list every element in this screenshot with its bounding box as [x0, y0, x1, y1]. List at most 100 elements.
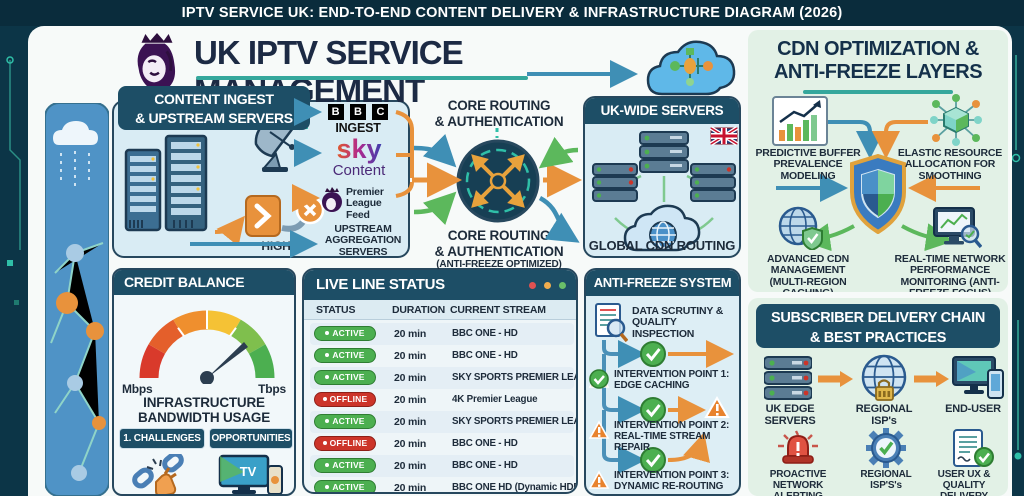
- cdn-globe-shield-icon: [778, 206, 823, 250]
- stream-cell: BBC ONE - HD: [452, 438, 518, 449]
- uk-wide-servers-art: [592, 126, 739, 252]
- gauge-max-label: Tbps: [258, 382, 286, 396]
- uk-wide-servers-header: UK-WIDE SERVERS: [585, 98, 739, 124]
- check-circle-icon: [589, 369, 609, 389]
- table-row: OFFLINE 20 min 4K Premier League: [310, 389, 574, 411]
- status-pill: ACTIVE: [314, 348, 376, 363]
- uk-server-stacks: [592, 131, 736, 202]
- quality-doc-check-icon: [953, 429, 994, 467]
- status-pill: ACTIVE: [314, 370, 376, 385]
- core-top-line2: & AUTHENTICATION: [434, 113, 564, 129]
- network-artwork-strip: [45, 103, 109, 496]
- subscriber-title-line2: & BEST PRACTICES: [809, 329, 947, 346]
- subscriber-title-line1: SUBSCRIBER DELIVERY CHAIN: [770, 310, 986, 326]
- status-pill: OFFLINE: [314, 392, 376, 407]
- col-header-duration: DURATION: [392, 304, 446, 316]
- subscriber-header: SUBSCRIBER DELIVERY CHAIN & BEST PRACTIC…: [756, 304, 1000, 348]
- top-banner-title: IPTV SERVICE UK: END-TO-END CONTENT DELI…: [0, 0, 1024, 26]
- core-router-icon: [456, 139, 540, 223]
- bbc-letter-box: C: [372, 104, 389, 120]
- ingest-server-racks-icon: [124, 134, 208, 232]
- credit-balance-header: CREDIT BALANCE: [114, 270, 294, 295]
- cdn-item-label: ADVANCED CDN MANAGEMENT (MULTI-REGION CA…: [767, 253, 849, 292]
- table-row: ACTIVE 20 min SKY SPORTS PREMIER LEAGUE: [310, 367, 576, 389]
- cdn-item-label: PREDICTIVE BUFFER PREVALENCE MODELING: [755, 147, 861, 182]
- chain-label: UK EDGE SERVERS: [764, 403, 816, 427]
- gauge-min-label: Mbps: [122, 382, 153, 396]
- credit-balance-panel: CREDIT BALANCE Mbps Tbps INFRASTRUCTURE …: [112, 268, 296, 496]
- data-scrutiny-icon: [595, 303, 628, 342]
- red-dot: [529, 282, 537, 289]
- duration-cell: 20 min: [394, 416, 427, 428]
- content-ingest-header-line2: & UPSTREAM SERVERS: [135, 109, 293, 126]
- stream-cell: BBC ONE - HD: [452, 328, 518, 339]
- col-header-status: STATUS: [316, 304, 356, 316]
- cdn-cloud-globe-icon: [623, 204, 701, 252]
- duration-cell: 20 min: [394, 482, 427, 494]
- sky-caption: Content: [332, 162, 386, 179]
- table-row: ACTIVE 20 min BBC ONE - HD: [310, 323, 574, 345]
- alert-siren-icon: [778, 430, 818, 464]
- core-bottom-sub: (ANTI-FREEZE OPTIMIZED): [436, 259, 562, 271]
- cloud-network-icon: [646, 40, 736, 96]
- cdn-item-label: ELASTIC RESOURCE ALLOCATION FOR SMOOTHIN…: [897, 147, 1003, 182]
- bandwidth-usage-label: INFRASTRUCTURE BANDWIDTH USAGE: [138, 395, 270, 425]
- practice-label: REGIONAL ISP'S's: [860, 469, 912, 491]
- svg-text:sky: sky: [336, 134, 381, 164]
- intervention-sub: REAL-TIME STREAM REPAIR: [614, 430, 711, 453]
- stream-cell: BBC ONE HD (Dynamic HDR): [452, 482, 578, 493]
- upstream-aggregation-label: UPSTREAM AGGREGATION SERVERS: [324, 223, 402, 258]
- stream-cell: SKY SPORTS PREMIER LEAGUE: [452, 372, 576, 383]
- chain-label: REGIONAL ISP's: [855, 403, 913, 427]
- col-header-stream: CURRENT STREAM: [450, 304, 546, 316]
- uk-flag-icon: [709, 126, 739, 146]
- chain-label: END-USER: [945, 403, 1001, 415]
- chain-arrow-icon: [818, 371, 853, 387]
- end-user-devices-icon: [952, 356, 1004, 399]
- duration-cell: 20 min: [394, 350, 427, 362]
- anti-freeze-header: ANTI-FREEZE SYSTEM: [586, 270, 739, 296]
- cdn-panel-title: CDN OPTIMIZATION & ANTI-FREEZE LAYERS: [748, 38, 1008, 84]
- chain-arrow-icon: [914, 371, 949, 387]
- intervention-title: INTERVENTION POINT 2:: [614, 420, 730, 431]
- table-row: ACTIVE 20 min BBC ONE - HD: [310, 455, 574, 477]
- anti-freeze-panel: ANTI-FREEZE SYSTEM DATA SCRUTINY & QUALI…: [584, 268, 741, 496]
- status-pill: OFFLINE: [314, 436, 376, 451]
- duration-cell: 20 min: [394, 438, 427, 450]
- data-scrutiny-label: DATA SCRUTINY & QUALITY INSPECTION: [632, 305, 724, 340]
- live-line-status-panel: LIVE LINE STATUS STATUS DURATION CURRENT…: [302, 268, 578, 494]
- table-row: ACTIVE 20 min BBC ONE HD (Dynamic HDR): [310, 477, 576, 494]
- stream-cell: BBC ONE - HD: [452, 460, 518, 471]
- stream-cell: BBC ONE - HD: [452, 350, 518, 361]
- core-routing-bottom-label: CORE ROUTING & AUTHENTICATION (ANTI-FREE…: [413, 228, 585, 271]
- intervention-sub: DYNAMIC RE-ROUTING: [614, 480, 724, 492]
- network-monitoring-icon: [933, 207, 982, 249]
- tv-transcoding-icon: TV: [218, 454, 283, 494]
- content-ingest-header: CONTENT INGEST & UPSTREAM SERVERS: [118, 86, 310, 130]
- table-row: ACTIVE 20 min SKY SPORTS PREMIER LEAGUE: [310, 411, 576, 433]
- stream-cell: 4K Premier League: [452, 394, 538, 405]
- bbc-logo: B B C INGEST: [322, 102, 394, 135]
- status-pill: ACTIVE: [314, 480, 376, 492]
- practice-label: PROACTIVE NETWORK ALERTING (RESELLER ROL…: [769, 469, 827, 496]
- stream-cell: SKY SPORTS PREMIER LEAGUE: [452, 416, 576, 427]
- premier-league-lion-logo: [137, 33, 176, 93]
- global-cdn-routing-label: GLOBAL CDN ROUTING: [588, 238, 736, 253]
- title-underline: [196, 76, 528, 80]
- window-dots: [525, 270, 566, 300]
- tab-challenges: 1. CHALLENGES: [119, 428, 205, 449]
- intervention-sub: EDGE CACHING: [614, 379, 690, 391]
- orange-dot: [544, 282, 552, 289]
- cdn-flow-arrows: [776, 120, 980, 252]
- core-bottom-line2: & AUTHENTICATION: [434, 243, 564, 259]
- green-dot: [559, 282, 566, 289]
- intervention-title: INTERVENTION POINT 3:: [614, 470, 730, 481]
- status-pill: ACTIVE: [314, 326, 376, 341]
- duration-cell: 20 min: [394, 328, 427, 340]
- uk-wide-servers-panel: UK-WIDE SERVERS: [583, 96, 741, 258]
- intervention-title: INTERVENTION POINT 1:: [614, 369, 730, 380]
- core-top-line1: CORE ROUTING: [447, 98, 551, 113]
- subscriber-panel: SUBSCRIBER DELIVERY CHAIN & BEST PRACTIC…: [748, 298, 1008, 496]
- cdn-optimization-panel: CDN OPTIMIZATION & ANTI-FREEZE LAYERS: [748, 30, 1008, 292]
